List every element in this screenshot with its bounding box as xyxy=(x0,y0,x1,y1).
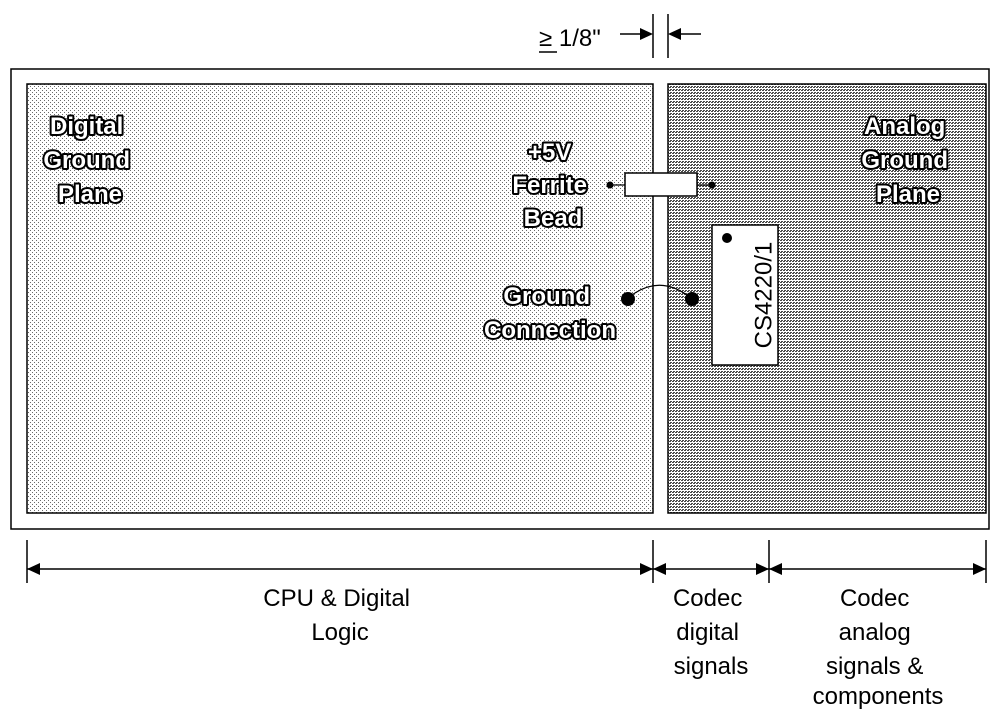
ferrite-left-terminal xyxy=(606,181,614,189)
codec-digital-line: digital xyxy=(676,619,739,646)
digital-plane-line: Ground xyxy=(43,147,130,174)
ferrite-line: Ferrite xyxy=(512,172,587,199)
dim-arrow xyxy=(973,563,986,575)
digital-plane-line: Plane xyxy=(58,181,122,208)
codec-analog-line: signals & xyxy=(826,653,923,680)
ground-connection-line: Connection xyxy=(484,317,616,344)
codec-chip: CS4220/1 xyxy=(711,224,779,366)
spacing-arrow-right xyxy=(640,28,653,40)
ferrite-line: Bead xyxy=(524,205,583,232)
cpu-region-line: Logic xyxy=(311,619,368,646)
dim-arrow xyxy=(640,563,653,575)
codec-chip-label: CS4220/1 xyxy=(751,242,778,349)
analog-plane-label: Analog Ground Plane xyxy=(861,113,954,208)
codec-digital-line: Codec xyxy=(673,585,742,612)
ground-connection-analog-point xyxy=(685,292,699,306)
ferrite-bead-label: +5V Ferrite Bead xyxy=(512,139,593,232)
dim-arrow xyxy=(27,563,40,575)
spacing-annotation: ≥ 1/8" xyxy=(539,14,701,58)
ferrite-bead xyxy=(606,172,716,197)
digital-plane-label: Digital Ground Plane xyxy=(43,113,136,208)
ferrite-body xyxy=(624,172,698,197)
codec-analog-region-label: Codec analog signals & components xyxy=(813,585,944,710)
dim-arrow xyxy=(756,563,769,575)
spacing-label: ≥ 1/8" xyxy=(539,25,601,52)
analog-plane-line: Plane xyxy=(876,181,940,208)
codec-analog-line: analog xyxy=(839,619,911,646)
ferrite-right-terminal xyxy=(708,181,716,189)
digital-plane-line: Digital xyxy=(50,113,123,140)
codec-digital-region-label: Codec digital signals xyxy=(673,585,749,680)
analog-plane-line: Analog xyxy=(864,113,945,140)
ferrite-line: +5V xyxy=(528,139,571,166)
ground-connection-wire xyxy=(627,284,693,300)
digital-ground-plane xyxy=(26,83,654,514)
codec-analog-line: components xyxy=(813,683,944,710)
dim-arrow xyxy=(769,563,782,575)
cpu-region-label: CPU & Digital Logic xyxy=(263,585,416,646)
codec-chip-pin1-dot xyxy=(722,233,732,243)
cpu-region-line: CPU & Digital xyxy=(263,585,410,612)
ground-connection-label: Ground Connection xyxy=(484,283,616,344)
ground-connection-digital-point xyxy=(621,292,635,306)
codec-chip-body xyxy=(711,224,779,366)
codec-analog-line: Codec xyxy=(840,585,909,612)
analog-plane-line: Ground xyxy=(861,147,948,174)
dim-arrow xyxy=(653,563,666,575)
region-dimensions xyxy=(26,540,987,583)
ground-connection-line: Ground xyxy=(503,283,590,310)
ground-connection xyxy=(621,284,699,306)
spacing-arrow-left xyxy=(668,28,681,40)
codec-digital-line: signals xyxy=(674,653,749,680)
